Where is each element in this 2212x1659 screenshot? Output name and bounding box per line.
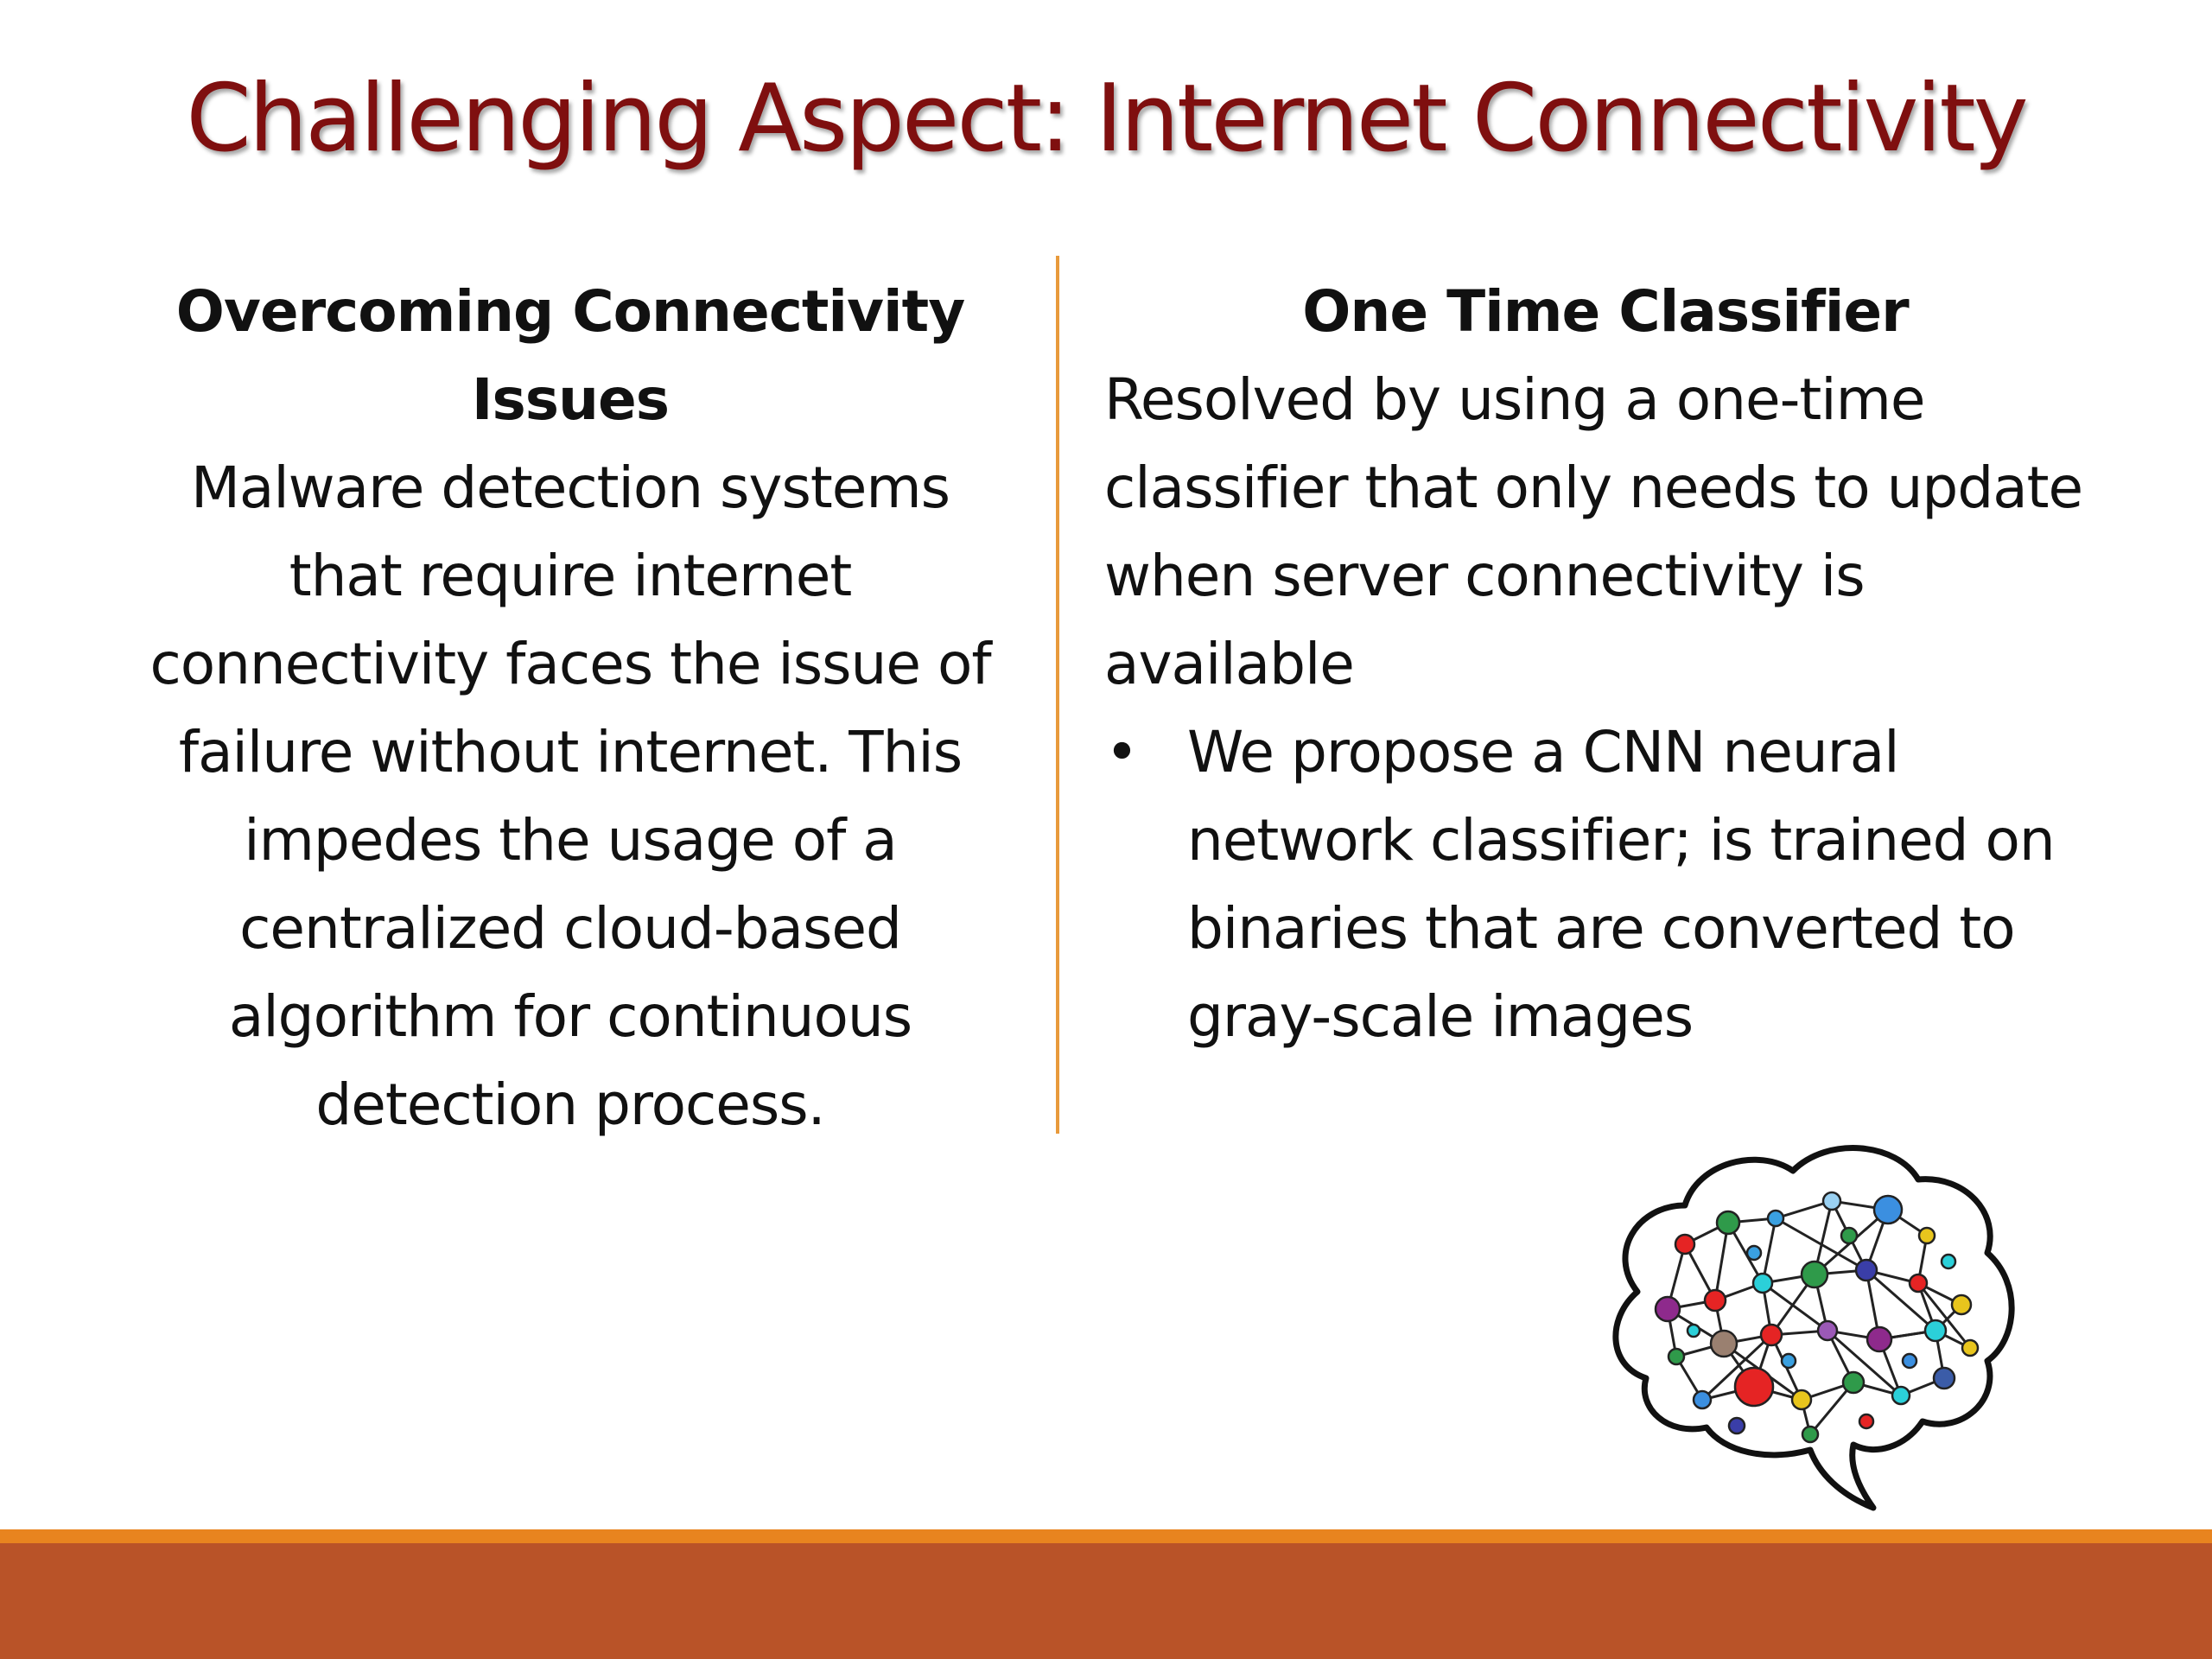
column-divider [1056,256,1059,1134]
left-column: Overcoming Connectivity Issues Malware d… [130,268,1011,1149]
left-column-body: Malware detection systems that require i… [149,454,991,1138]
left-column-heading: Overcoming Connectivity Issues [175,278,966,433]
bullet-list: • We propose a CNN neural network classi… [1104,709,2107,1061]
brain-network-icon [1612,1145,2015,1511]
right-column-heading: One Time Classifier [1302,278,1909,345]
bullet-marker: • [1105,719,1139,785]
bullet-item: • We propose a CNN neural network classi… [1104,709,2107,1061]
slide-title: Challenging Aspect: Internet Connectivit… [186,65,2028,173]
right-column: One Time Classifier Resolved by using a … [1104,268,2107,1061]
footer-bar [0,1543,2212,1659]
right-column-body: Resolved by using a one-time classifier … [1104,366,2083,697]
bullet-text: We propose a CNN neural network classifi… [1187,719,2056,1050]
footer-accent-line [0,1529,2212,1543]
